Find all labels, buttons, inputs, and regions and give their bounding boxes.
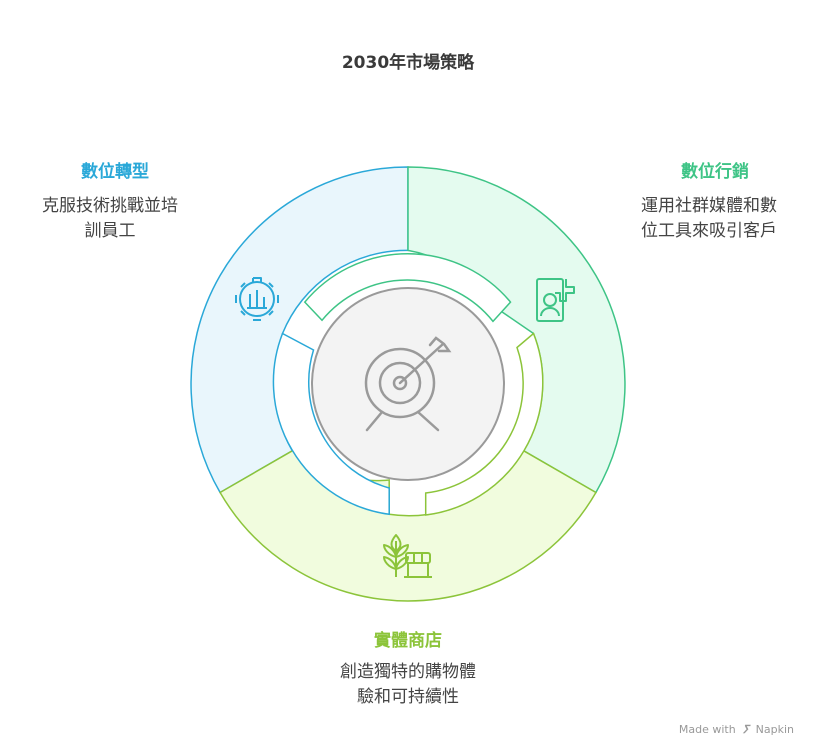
segment-desc-physical-stores: 創造獨特的購物體 驗和可持續性 (310, 660, 506, 710)
inner-arc-right (424, 332, 544, 516)
segment-physical-stores[interactable] (219, 449, 597, 602)
segment-title-digital-transformation: 數位轉型 (81, 162, 149, 182)
segment-desc-digital-marketing: 運用社群媒體和數 位工具來吸引客戶 (614, 194, 804, 244)
inner-arc-blue (303, 253, 512, 323)
desc-line: 運用社群媒體和數 (641, 196, 777, 216)
desc-line: 位工具來吸引客戶 (641, 221, 777, 241)
diagram-title: 2030年市場策略 (341, 53, 475, 73)
desc-line: 驗和可持續性 (357, 687, 459, 707)
plant-shop-icon (383, 534, 432, 578)
napkin-credit: Made with ⵢ Napkin (679, 723, 794, 736)
target-arrow-icon (364, 336, 452, 432)
segment-title-digital-marketing: 數位行銷 (681, 162, 749, 182)
center-circle (311, 287, 505, 481)
credit-text: Made with (678, 723, 736, 736)
segment-desc-digital-transformation: 克服技術挑戰並培 訓員工 (20, 194, 200, 244)
desc-line: 創造獨特的購物體 (340, 662, 476, 682)
napkin-logo-icon: ⵢ (742, 723, 750, 736)
desc-line: 克服技術挑戰並培 (42, 196, 178, 216)
gear-chart-icon (235, 277, 279, 321)
segment-digital-transformation[interactable] (190, 166, 409, 494)
inner-arc-left (272, 332, 390, 516)
credit-brand: Napkin (755, 723, 794, 736)
segment-title-physical-stores: 實體商店 (374, 631, 442, 651)
desc-line: 訓員工 (84, 221, 136, 241)
user-plus-icon (536, 278, 575, 322)
